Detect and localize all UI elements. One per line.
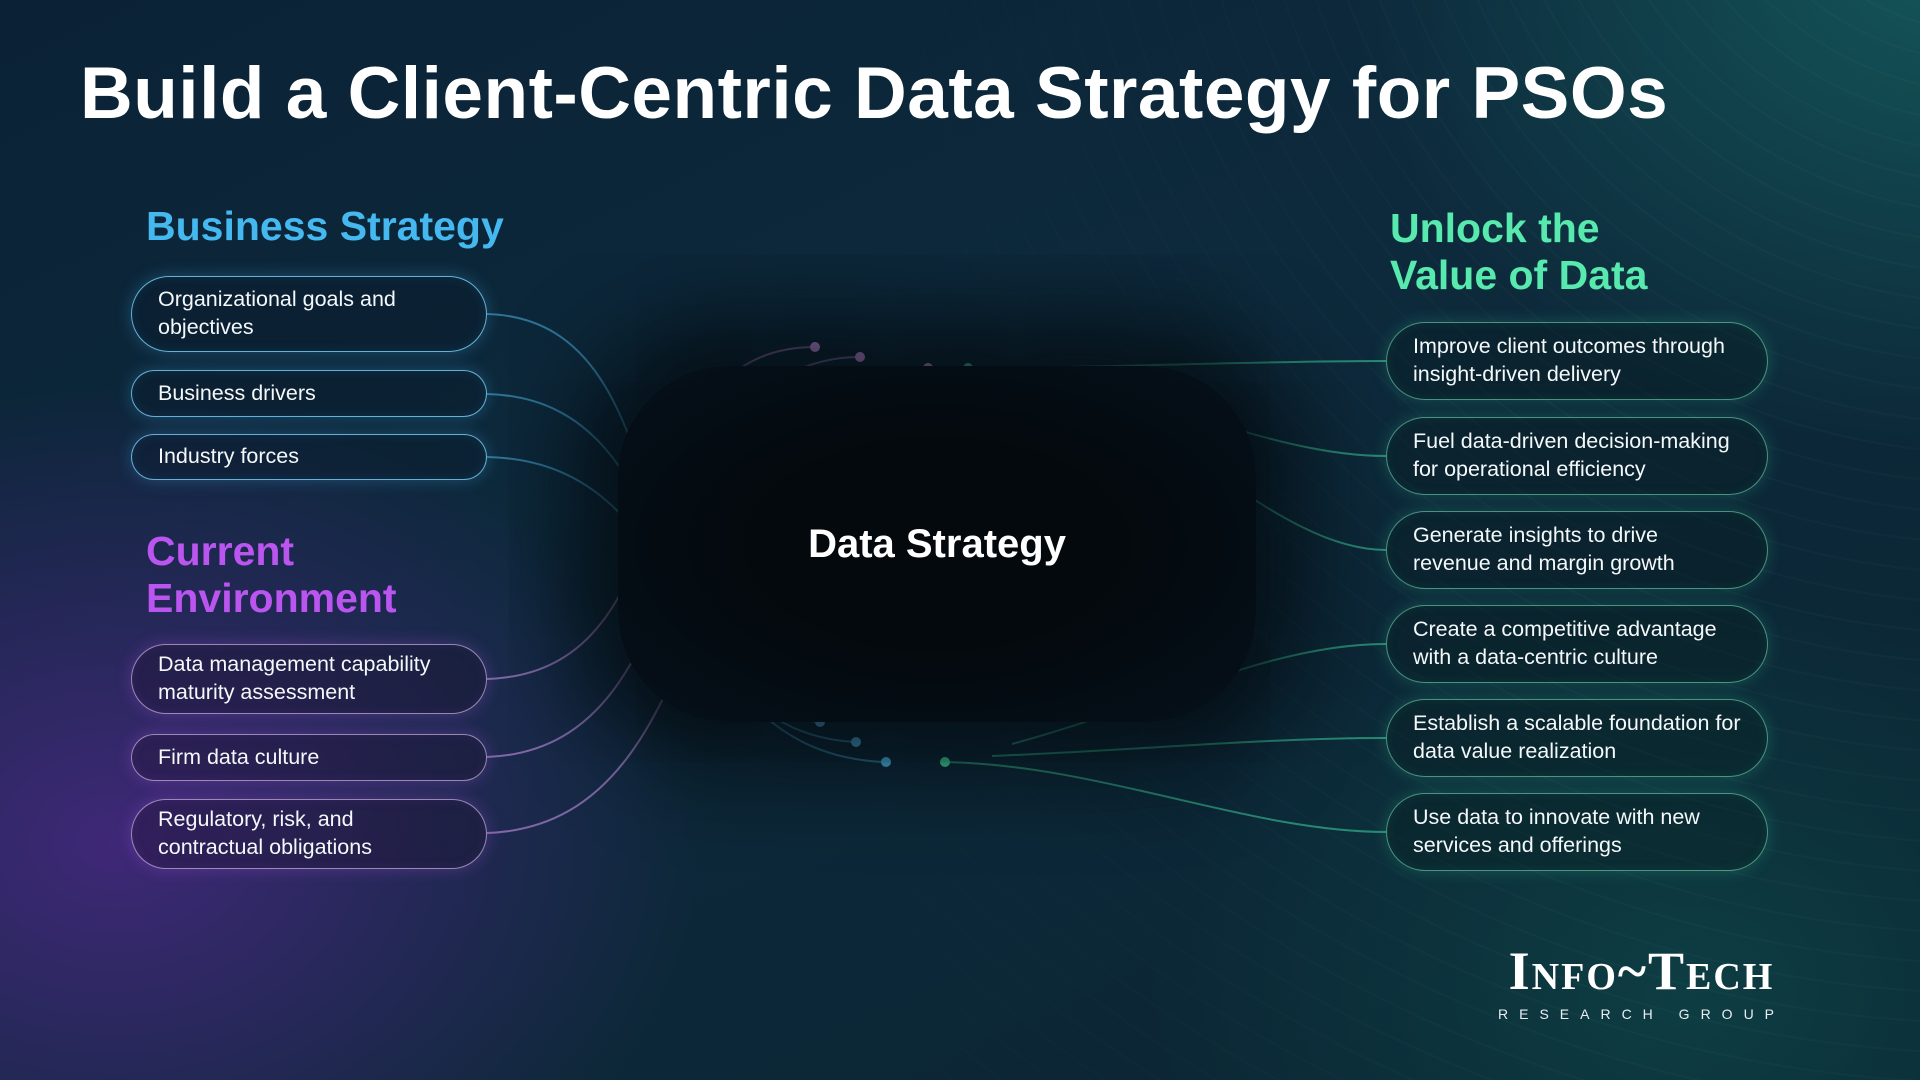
node-label: Improve client outcomes through insight-…	[1413, 334, 1725, 386]
node-label: Industry forces	[158, 444, 299, 469]
node-label: Establish a scalable foundation for data…	[1413, 711, 1741, 763]
heading-unlock-value: Unlock the Value of Data	[1390, 205, 1648, 299]
node-firm-data-culture: Firm data culture	[131, 734, 487, 781]
node-regulatory-obligations: Regulatory, risk, and contractual obliga…	[131, 799, 487, 869]
node-industry-forces: Industry forces	[131, 434, 487, 480]
node-label: Business drivers	[158, 380, 316, 405]
node-competitive-advantage: Create a competitive advantage with a da…	[1386, 605, 1768, 683]
logo-wordmark: Info~Tech	[1508, 941, 1775, 1001]
node-label: Data management capability maturity asse…	[158, 652, 431, 704]
node-innovate-services: Use data to innovate with new services a…	[1386, 793, 1768, 871]
node-fuel-decision-making: Fuel data-driven decision-making for ope…	[1386, 417, 1768, 495]
node-generate-insights: Generate insights to drive revenue and m…	[1386, 511, 1768, 589]
node-label: Create a competitive advantage with a da…	[1413, 617, 1717, 669]
heading-current-environment: Current Environment	[146, 528, 397, 622]
page-title: Build a Client-Centric Data Strategy for…	[80, 53, 1669, 134]
center-node-data-strategy: Data Strategy	[618, 366, 1256, 722]
center-node-label: Data Strategy	[808, 521, 1066, 566]
node-improve-client-outcomes: Improve client outcomes through insight-…	[1386, 322, 1768, 400]
node-label: Organizational goals and objectives	[158, 287, 396, 339]
heading-business-strategy: Business Strategy	[146, 203, 504, 249]
logo-subtitle: Research Group	[1498, 1006, 1786, 1022]
node-label: Generate insights to drive revenue and m…	[1413, 523, 1675, 575]
node-label: Firm data culture	[158, 744, 320, 769]
node-data-management-maturity: Data management capability maturity asse…	[131, 644, 487, 714]
node-business-drivers: Business drivers	[131, 370, 487, 417]
node-label: Use data to innovate with new services a…	[1413, 805, 1700, 857]
node-label: Regulatory, risk, and contractual obliga…	[158, 807, 372, 859]
node-label: Fuel data-driven decision-making for ope…	[1413, 429, 1730, 481]
node-organizational-goals: Organizational goals and objectives	[131, 276, 487, 352]
info-tech-logo: Info~Tech Research Group	[1498, 944, 1785, 1022]
node-scalable-foundation: Establish a scalable foundation for data…	[1386, 699, 1768, 777]
